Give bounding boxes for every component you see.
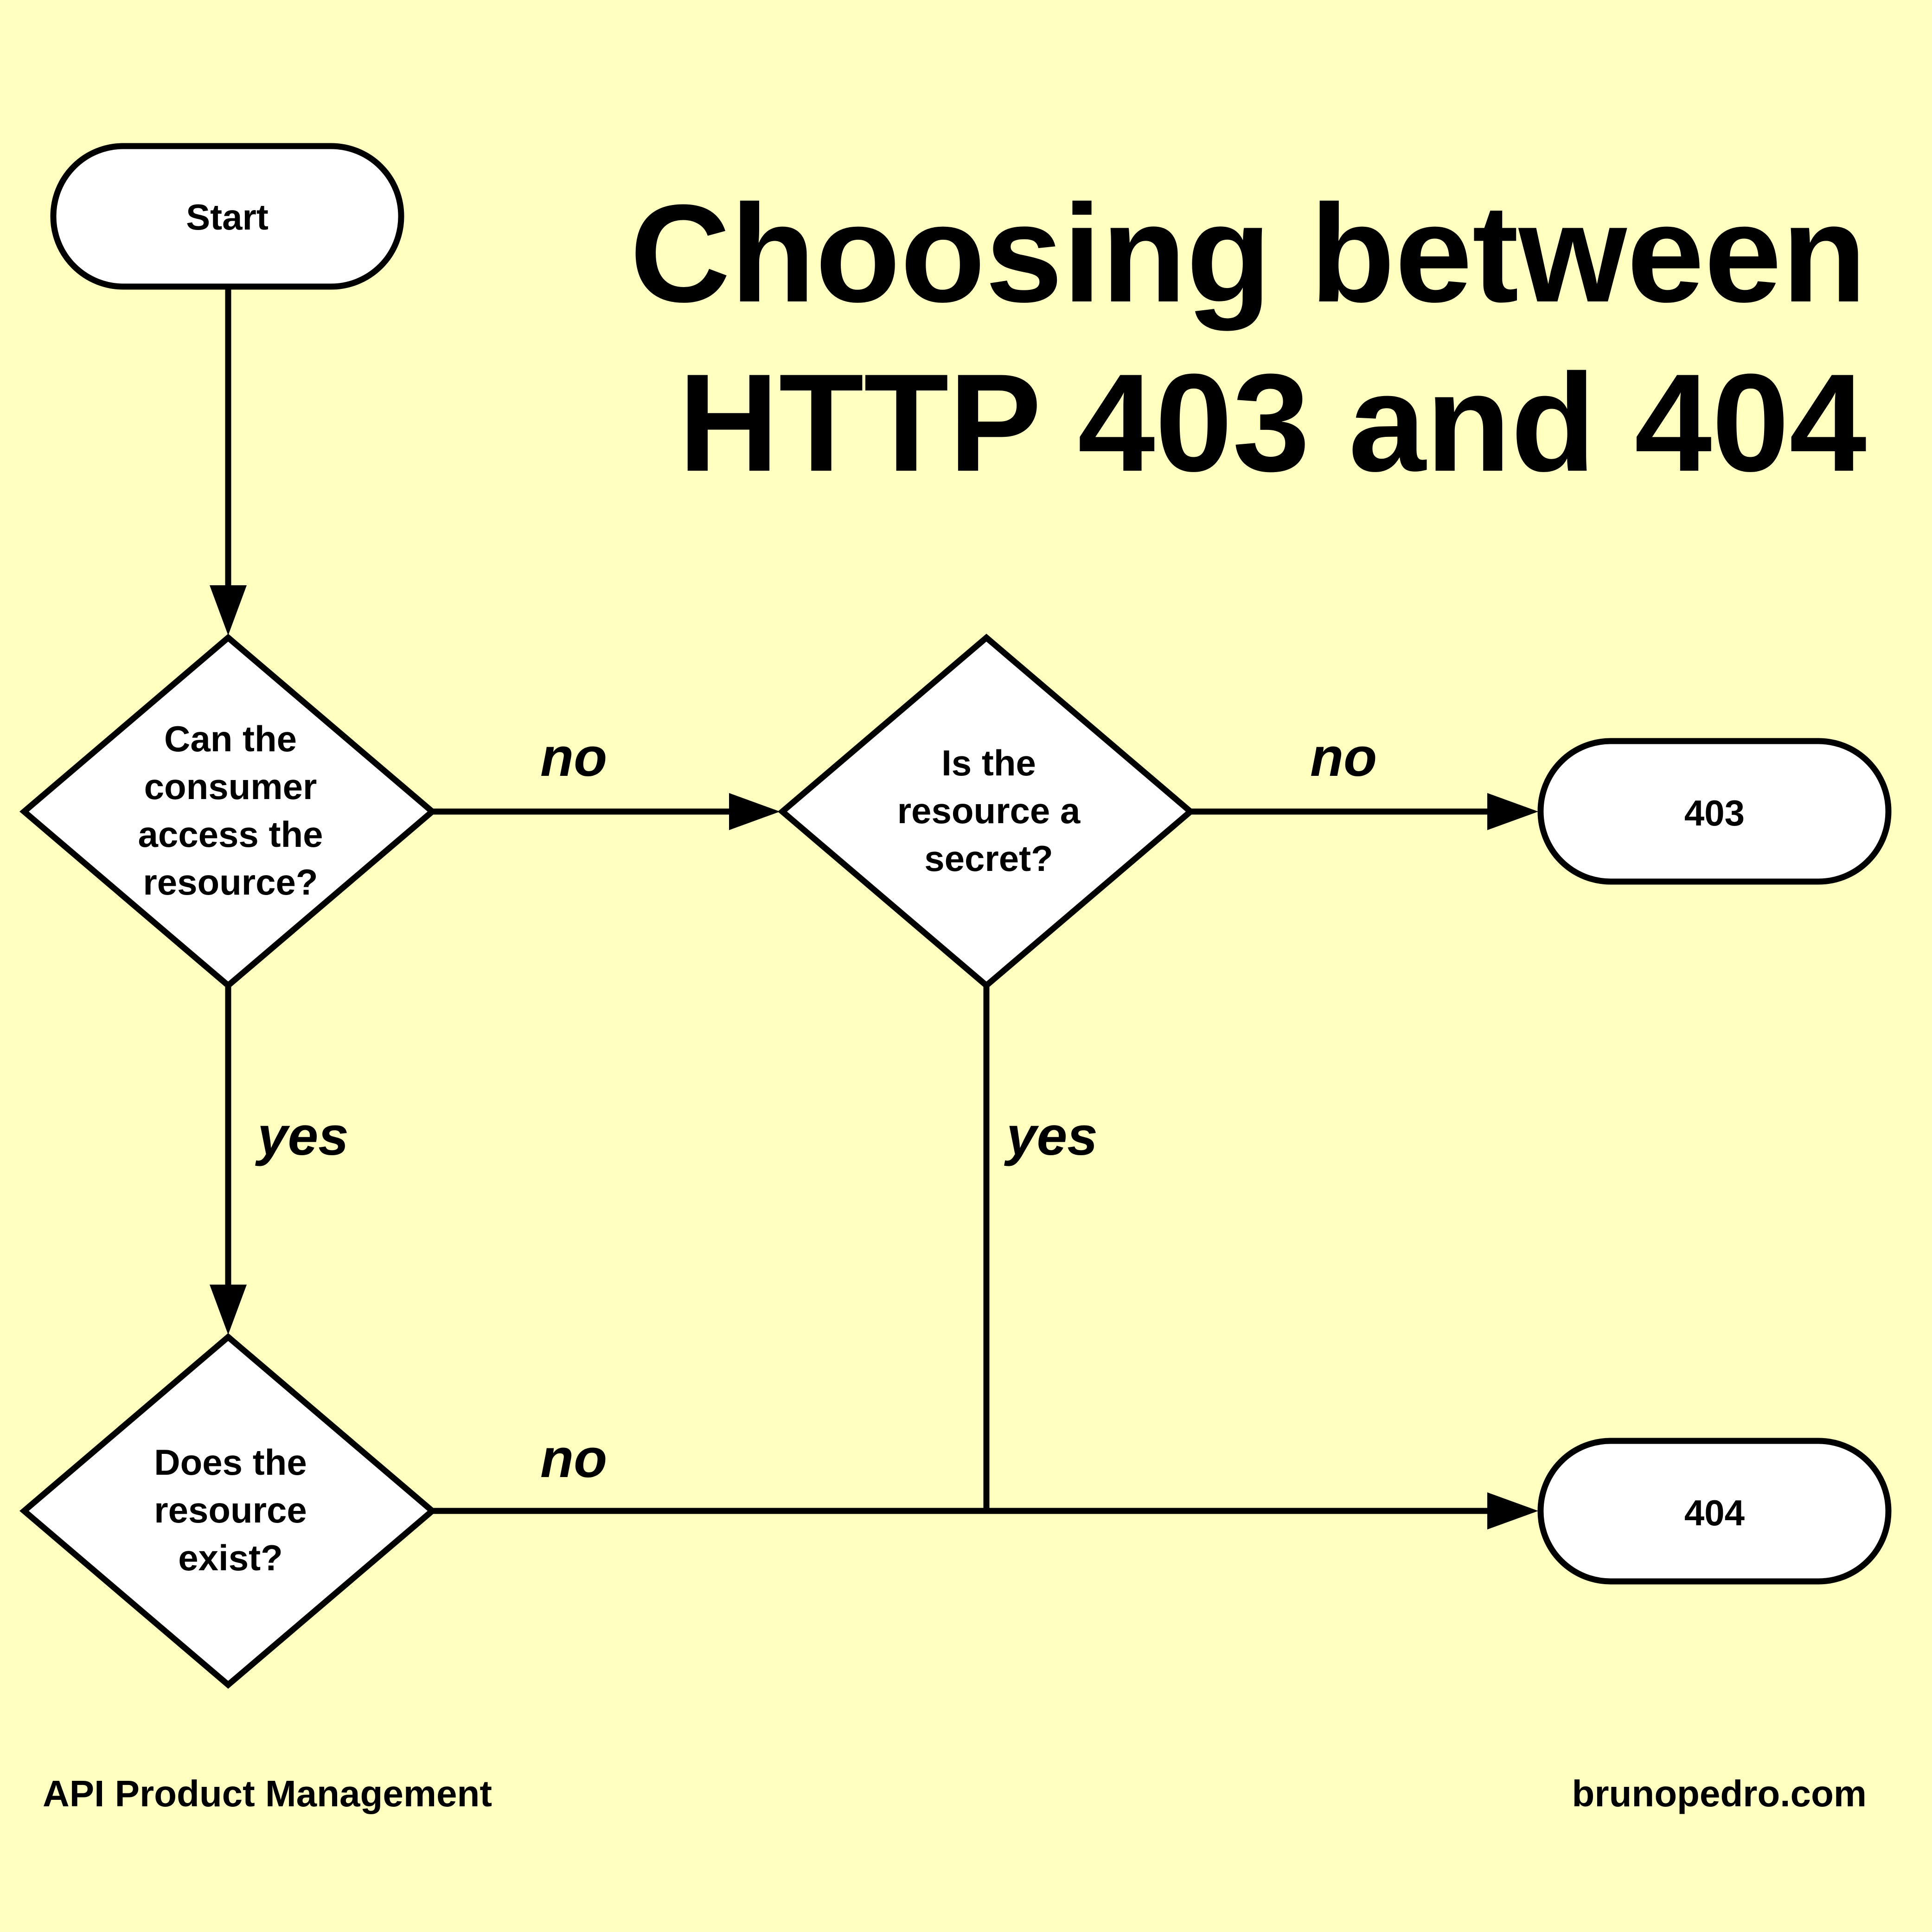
arrowhead-secret-to-403 xyxy=(1487,793,1538,830)
start-label: Start xyxy=(186,197,269,237)
decision-can-access-line-3: access the xyxy=(138,814,323,855)
edges xyxy=(210,288,1538,1529)
edge-labels: no no yes yes no xyxy=(255,727,1377,1489)
decision-can-access-line-4: resource? xyxy=(143,862,318,902)
decision-does-exist: Does the resource exist? xyxy=(19,1333,437,1689)
decision-does-exist-line-2: resource xyxy=(154,1490,307,1530)
edge-label-exist-no: no xyxy=(540,1428,607,1489)
diagram-title: Choosing between HTTP 403 and 404 xyxy=(630,175,1868,500)
start-node: Start xyxy=(50,143,404,290)
title-line-1: Choosing between xyxy=(630,175,1867,332)
terminal-403-label: 403 xyxy=(1684,793,1745,833)
decision-does-exist-line-3: exist? xyxy=(178,1537,282,1578)
edge-label-access-yes: yes xyxy=(255,1106,349,1167)
edge-label-secret-yes: yes xyxy=(1004,1106,1098,1167)
decision-is-secret: Is the resource a secret? xyxy=(777,633,1196,990)
terminal-404: 404 xyxy=(1537,1438,1892,1585)
edge-label-secret-no: no xyxy=(1310,727,1377,788)
edge-label-access-no: no xyxy=(540,727,607,788)
footer: API Product Management brunopedro.com xyxy=(43,1773,1867,1814)
footer-right-text: brunopedro.com xyxy=(1572,1773,1867,1814)
decision-can-access-line-1: Can the xyxy=(164,718,297,759)
footer-left-text: API Product Management xyxy=(43,1773,492,1814)
decision-can-access-line-2: consumer xyxy=(144,766,317,807)
arrowhead-access-to-exist xyxy=(210,1285,247,1335)
decision-does-exist-line-1: Does the xyxy=(154,1442,307,1483)
decision-is-secret-line-1: Is the xyxy=(941,742,1036,783)
arrowhead-access-to-secret xyxy=(729,793,780,830)
decision-is-secret-line-2: resource a xyxy=(897,790,1081,831)
terminal-404-label: 404 xyxy=(1684,1492,1745,1533)
title-line-2: HTTP 403 and 404 xyxy=(678,345,1868,500)
decision-can-access: Can the consumer access the resource? xyxy=(19,633,437,990)
arrowhead-start-to-access xyxy=(210,585,247,635)
decision-is-secret-line-3: secret? xyxy=(924,838,1053,879)
terminal-403: 403 xyxy=(1537,738,1892,885)
arrowhead-exist-to-404 xyxy=(1487,1492,1538,1529)
